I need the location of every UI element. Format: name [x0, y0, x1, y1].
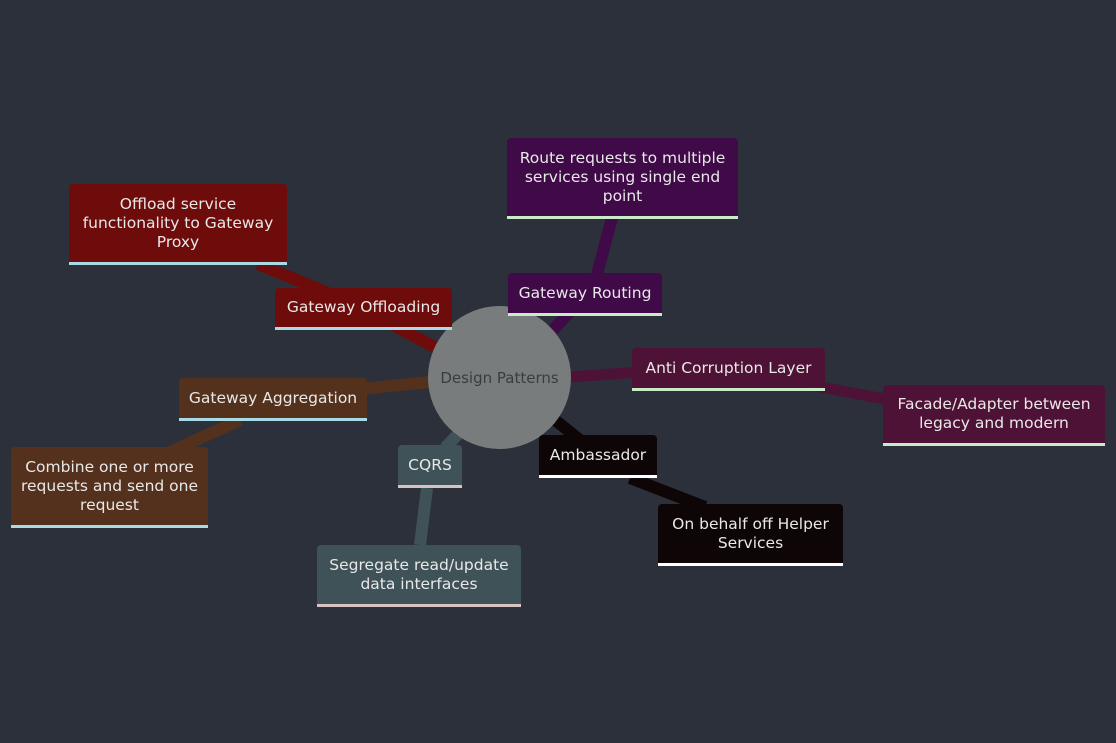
node-gateway-routing-label: Gateway Routing	[518, 283, 652, 302]
edge-ambassador-to-child	[627, 472, 708, 513]
node-gateway-routing[interactable]: Gateway Routing	[508, 273, 662, 316]
node-gateway-offloading[interactable]: Gateway Offloading	[275, 288, 452, 330]
node-anti-corruption-layer-label: Anti Corruption Layer	[645, 358, 812, 377]
node-ambassador-label: Ambassador	[549, 445, 647, 464]
node-route-requests-multiple-services-label: Route requests to multiple services usin…	[519, 148, 726, 205]
node-on-behalf-helper-services[interactable]: On behalf off Helper Services	[658, 504, 843, 566]
node-anti-corruption-layer[interactable]: Anti Corruption Layer	[632, 348, 825, 391]
node-route-requests-multiple-services[interactable]: Route requests to multiple services usin…	[507, 138, 738, 219]
root-node-label: Design Patterns	[440, 368, 559, 387]
node-facade-adapter-label: Facade/Adapter between legacy and modern	[897, 395, 1091, 432]
edge-cqrs-to-child	[414, 487, 433, 546]
edge-routing-to-child	[589, 216, 618, 284]
node-gateway-aggregation[interactable]: Gateway Aggregation	[179, 378, 367, 421]
node-combine-requests[interactable]: Combine one or more requests and send on…	[11, 447, 208, 528]
edge-aggregation-to-child	[167, 414, 243, 458]
edge-root-to-anticorruption	[569, 366, 641, 383]
node-facade-adapter[interactable]: Facade/Adapter between legacy and modern	[883, 385, 1105, 446]
node-cqrs-label: CQRS	[408, 455, 452, 474]
node-segregate-read-update[interactable]: Segregate read/update data interfaces	[317, 545, 521, 607]
node-gateway-aggregation-label: Gateway Aggregation	[188, 388, 358, 407]
node-ambassador[interactable]: Ambassador	[539, 435, 657, 478]
node-cqrs[interactable]: CQRS	[398, 445, 462, 488]
node-segregate-read-update-label: Segregate read/update data interfaces	[329, 555, 509, 593]
node-combine-requests-label: Combine one or more requests and send on…	[20, 457, 199, 514]
node-offload-service-functionality-label: Offload service functionality to Gateway…	[82, 194, 274, 251]
node-gateway-offloading-label: Gateway Offloading	[286, 298, 441, 316]
node-on-behalf-helper-services-label: On behalf off Helper Services	[672, 514, 829, 552]
node-offload-service-functionality[interactable]: Offload service functionality to Gateway…	[69, 184, 287, 265]
